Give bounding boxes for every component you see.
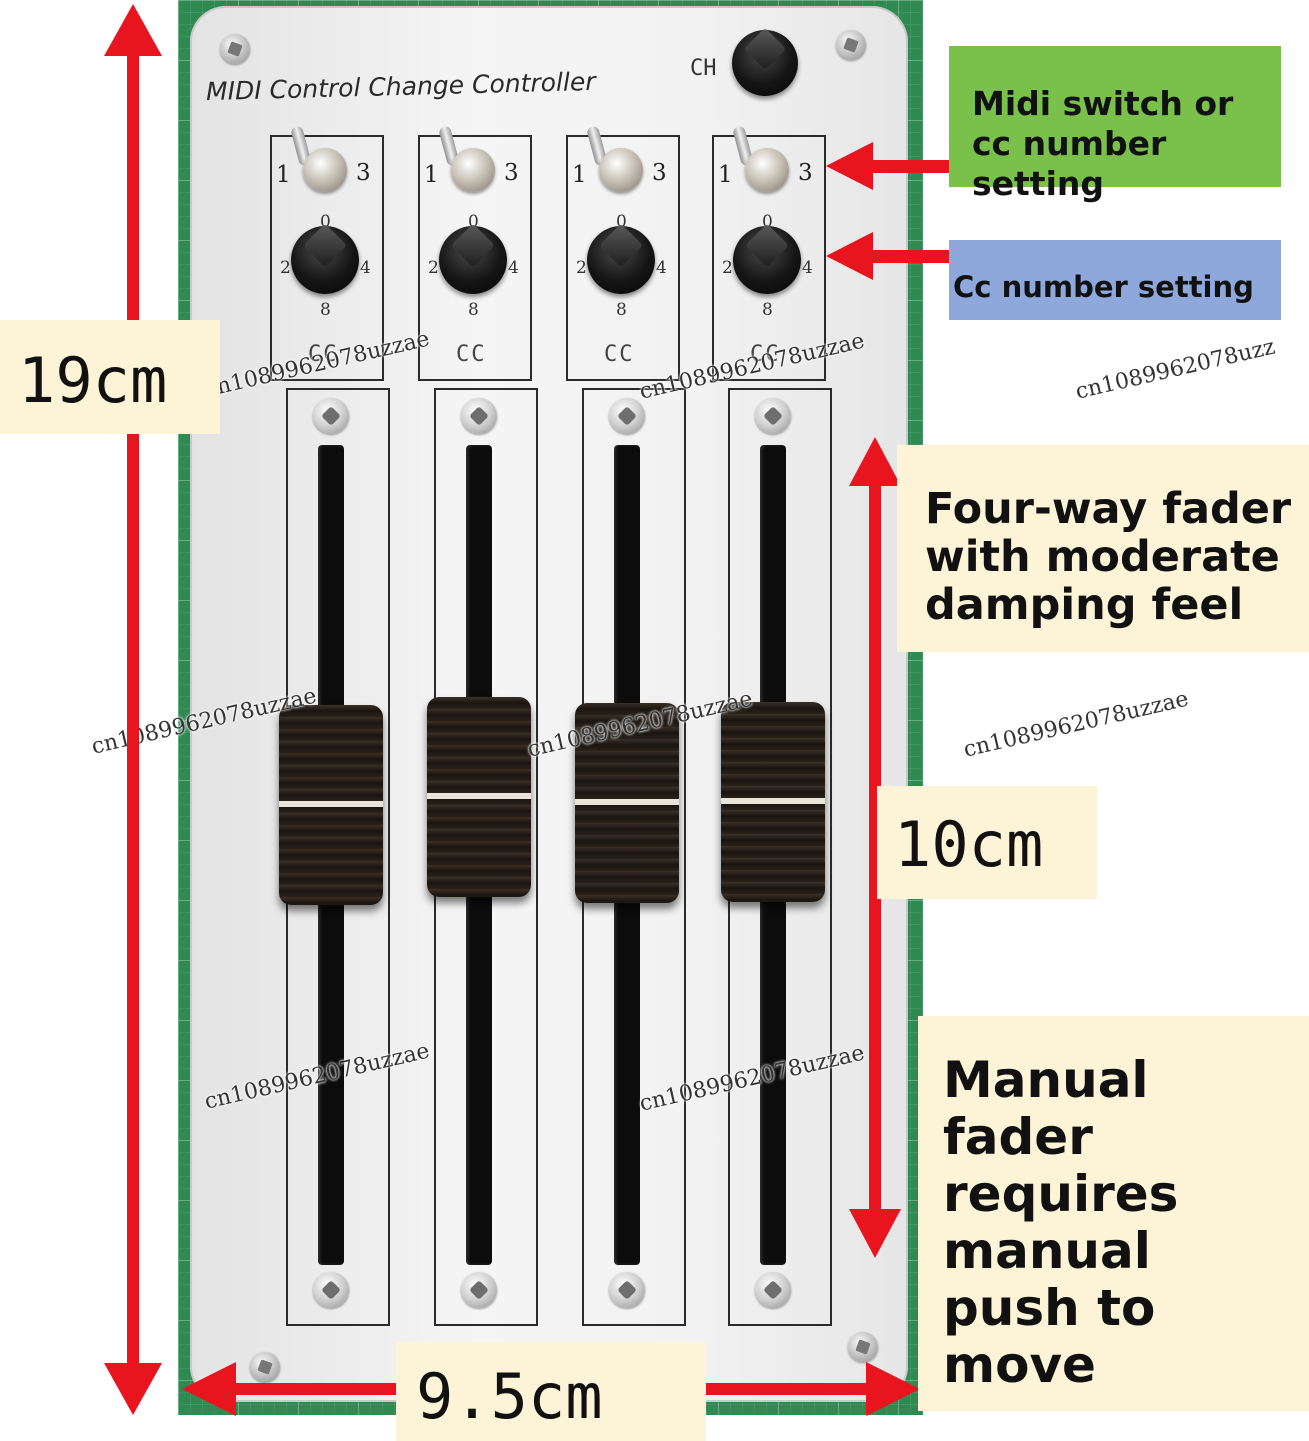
width-dimension-label: 9.5cm	[416, 1360, 603, 1433]
fader-bottom-screw	[313, 1272, 349, 1308]
corner-screw-bottom-left	[250, 1352, 280, 1382]
fader-knob[interactable]	[575, 703, 679, 903]
fader-indicator-line	[427, 793, 531, 799]
cc-label: CC	[604, 342, 635, 367]
dial-mark-top: 0	[762, 212, 773, 232]
faders-callout	[897, 445, 1309, 652]
height-dimension-label: 19cm	[18, 344, 168, 417]
dial-mark-top: 0	[468, 212, 479, 232]
channel-strip-frame	[270, 135, 384, 381]
watermark: cn1089962078uzz	[1073, 334, 1278, 405]
manual-callout	[918, 1016, 1309, 1411]
cc-number-knob[interactable]	[733, 226, 801, 294]
fader-knob[interactable]	[279, 705, 383, 905]
dial-mark-left: 2	[722, 258, 733, 278]
dial-mark-left: 2	[280, 258, 291, 278]
cc-label: CC	[308, 342, 339, 367]
toggle-switch[interactable]	[451, 148, 495, 192]
channel-strip-frame	[712, 135, 826, 381]
faders-text: Four-way fader with moderate damping fee…	[925, 484, 1292, 630]
toggle-switch[interactable]	[599, 148, 643, 192]
switch-position-left: 1	[718, 162, 733, 188]
fader-bottom-screw	[609, 1272, 645, 1308]
channel-label: CH	[690, 56, 717, 81]
fader-top-screw	[755, 398, 791, 434]
cc-label: CC	[750, 342, 781, 367]
fader-top-screw	[313, 398, 349, 434]
switch-setting-callout	[949, 46, 1281, 187]
dial-mark-left: 2	[576, 258, 587, 278]
dial-mark-left: 2	[428, 258, 439, 278]
dial-mark-top: 0	[320, 212, 331, 232]
switch-position-right: 3	[356, 160, 371, 186]
height-arrow-head-up	[104, 4, 162, 56]
fader-indicator-line	[279, 801, 383, 807]
height-dimension-box	[0, 320, 220, 434]
fader-indicator-line	[575, 799, 679, 805]
fader-top-screw	[609, 398, 645, 434]
toggle-switch[interactable]	[745, 148, 789, 192]
dial-mark-top: 0	[616, 212, 627, 232]
dial-mark-right: 4	[508, 258, 519, 278]
height-arrow-shaft	[127, 50, 139, 1395]
switch-position-right: 3	[798, 160, 813, 186]
dial-mark-bottom: 8	[762, 300, 773, 320]
switch-position-right: 3	[504, 160, 519, 186]
fader-top-screw	[461, 398, 497, 434]
channel-knob[interactable]	[732, 30, 798, 96]
dial-mark-bottom: 8	[320, 300, 331, 320]
switch-position-left: 1	[424, 162, 439, 188]
channel-strip-frame	[418, 135, 532, 381]
switch-position-right: 3	[652, 160, 667, 186]
cc-label: CC	[456, 342, 487, 367]
dial-mark-bottom: 8	[616, 300, 627, 320]
cc-number-knob[interactable]	[439, 226, 507, 294]
width-dimension-box	[396, 1342, 706, 1441]
dial-mark-right: 4	[802, 258, 813, 278]
dial-mark-bottom: 8	[468, 300, 479, 320]
fader-knob[interactable]	[427, 697, 531, 897]
cc-setting-callout	[949, 240, 1281, 320]
cc-number-knob[interactable]	[587, 226, 655, 294]
fader-knob[interactable]	[721, 702, 825, 902]
channel-strip-frame	[566, 135, 680, 381]
corner-screw-top-left	[220, 34, 250, 64]
height-arrow-head-down	[104, 1363, 162, 1415]
cc-number-knob[interactable]	[291, 226, 359, 294]
manual-text: Manual fader requires manual push to mov…	[943, 1051, 1179, 1394]
fader-indicator-line	[721, 798, 825, 804]
dial-mark-right: 4	[656, 258, 667, 278]
corner-screw-bottom-right	[848, 1332, 878, 1362]
toggle-switch[interactable]	[303, 148, 347, 192]
corner-screw-top-right	[836, 30, 866, 60]
switch-position-left: 1	[276, 162, 291, 188]
fader-bottom-screw	[755, 1272, 791, 1308]
switch-position-left: 1	[572, 162, 587, 188]
fader-dimension-box	[877, 786, 1097, 899]
fader-bottom-screw	[461, 1272, 497, 1308]
fader-dimension-label: 10cm	[894, 808, 1044, 881]
switch-setting-text: Midi switch or cc number setting	[972, 84, 1234, 203]
dial-mark-right: 4	[360, 258, 371, 278]
cc-setting-text: Cc number setting	[953, 270, 1254, 304]
watermark: cn1089962078uzzae	[961, 686, 1191, 763]
